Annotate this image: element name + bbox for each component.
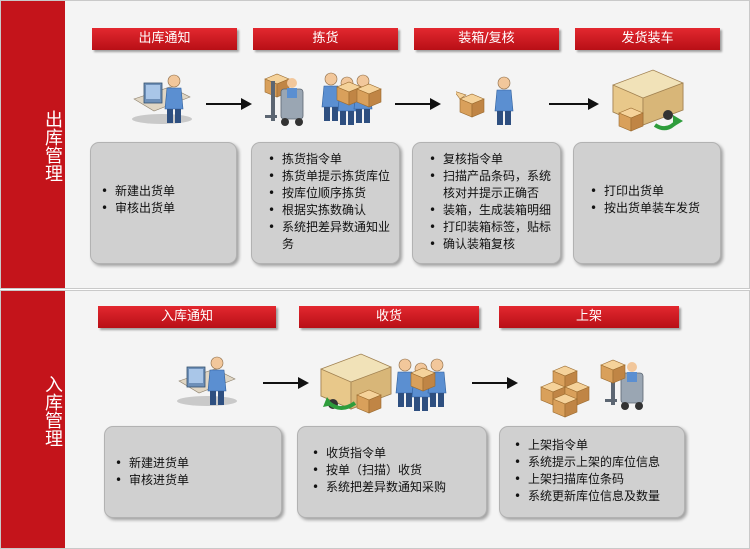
list-item: 新建进货单	[115, 455, 275, 472]
list-item: 扫描产品条码，系统核对并提示正确否	[429, 168, 557, 202]
step-box-shelving: 上架指令单 系统提示上架的库位信息 上架扫描库位条码 系统更新库位信息及数量	[499, 426, 685, 518]
truck-loading-icon	[612, 69, 684, 132]
arrow-notice-to-picking	[206, 98, 252, 110]
step-box-packing-review: 复核指令单 扫描产品条码，系统核对并提示正确否 装箱，生成装箱明细 打印装箱标签…	[412, 142, 561, 264]
step-header-shelving: 上架	[499, 306, 679, 328]
list-item: 上架扫描库位条码	[514, 471, 684, 488]
step-box-outbound-notice: 新建出货单 审核出货单	[90, 142, 237, 264]
list-item: 系统把差异数通知采购	[312, 479, 482, 496]
step-header-receiving: 收货	[299, 306, 479, 328]
list-item: 系统把差异数通知业务	[268, 219, 396, 253]
outbound-panel: 出库管理 出库通知 拣货 装箱/复核 发货装车 新建出货单	[0, 0, 750, 289]
inbound-side-bar: 入库管理	[1, 291, 65, 548]
list-item: 装箱，生成装箱明细	[429, 202, 557, 219]
clerk-computer-icon	[132, 74, 192, 124]
step-box-shipping: 打印出货单 按出货单装车发货	[573, 142, 721, 264]
list-item: 按库位顺序拣货	[268, 185, 396, 202]
list-item: 复核指令单	[429, 151, 557, 168]
step-box-receiving: 收货指令单 按单（扫描）收货 系统把差异数通知采购	[297, 426, 487, 518]
step-box-inbound-notice: 新建进货单 审核进货单	[104, 426, 282, 518]
arrow-picking-to-packing	[395, 98, 441, 110]
arrow-receiving-to-shelving	[472, 377, 518, 389]
list-item: 按出货单装车发货	[590, 200, 718, 217]
list-item: 确认装箱复核	[429, 236, 557, 253]
packing-worker-icon	[456, 76, 514, 126]
list-item: 收货指令单	[312, 445, 482, 462]
clerk-computer-icon	[177, 356, 237, 406]
inbound-side-label: 入库管理	[42, 375, 63, 447]
inbound-panel: 入库管理 入库通知 收货 上架 新建进货单 审核进货单	[0, 290, 750, 549]
list-item: 按单（扫描）收货	[312, 462, 482, 479]
list-item: 系统提示上架的库位信息	[514, 454, 684, 471]
step-header-shipping: 发货装车	[575, 28, 720, 50]
step-header-inbound-notice: 入库通知	[98, 306, 276, 328]
step-header-packing-review: 装箱/复核	[414, 28, 559, 50]
step-header-picking: 拣货	[253, 28, 398, 50]
list-item: 上架指令单	[514, 437, 684, 454]
forklift-workers-icon	[264, 72, 382, 127]
list-item: 新建出货单	[101, 183, 229, 200]
list-item: 打印装箱标签，贴标	[429, 219, 557, 236]
arrow-notice-to-receiving	[263, 377, 309, 389]
list-item: 审核出货单	[101, 200, 229, 217]
list-item: 拣货指令单	[268, 151, 396, 168]
list-item: 审核进货单	[115, 472, 275, 489]
outbound-side-label: 出库管理	[42, 110, 63, 182]
arrow-packing-to-shipping	[549, 98, 599, 110]
list-item: 根据实拣数确认	[268, 202, 396, 219]
outbound-side-bar: 出库管理	[1, 1, 65, 288]
list-item: 系统更新库位信息及数量	[514, 488, 684, 505]
step-box-picking: 拣货指令单 拣货单提示拣货库位 按库位顺序拣货 根据实拣数确认 系统把差异数通知…	[251, 142, 400, 264]
list-item: 拣货单提示拣货库位	[268, 168, 396, 185]
list-item: 打印出货单	[590, 183, 718, 200]
boxes-forklift-icon	[540, 359, 644, 418]
truck-unloading-workers-icon	[320, 353, 447, 414]
step-header-outbound-notice: 出库通知	[92, 28, 237, 50]
